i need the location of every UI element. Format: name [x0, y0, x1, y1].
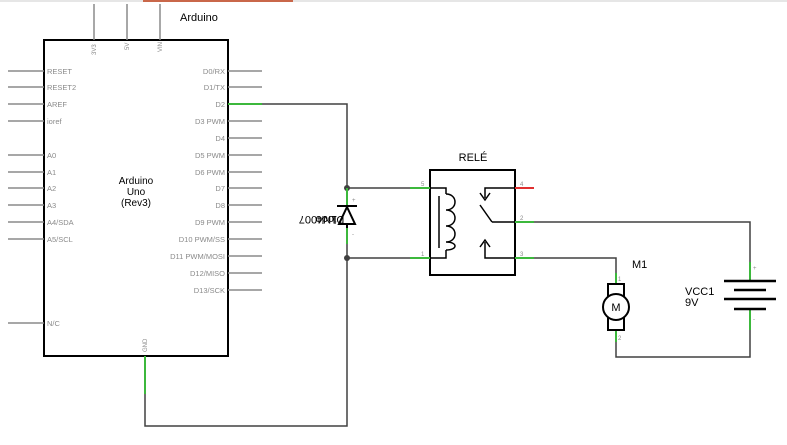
right-pin-label: D10 PWM/SS [179, 235, 225, 244]
left-pin-label: A3 [47, 201, 56, 210]
top-accent-bar [143, 0, 293, 2]
relay-pin-label: 2 [520, 216, 524, 222]
right-pin-label: D2 [215, 100, 225, 109]
battery-pin-plus-label: + [753, 266, 757, 272]
battery-ref-label: VCC1 [685, 286, 714, 298]
top-pin-label: VIN [158, 42, 164, 52]
diode-1n4007[interactable]: + - Diodo 1N4007 [299, 188, 357, 244]
wire-d2-gnd-loop [144, 103, 348, 427]
arduino-body [43, 39, 229, 357]
left-pin-label: ioref [47, 117, 63, 126]
top-pin-label: 3V3 [92, 44, 98, 55]
left-pin-label: A0 [47, 151, 56, 160]
diode-name-label: Diodo [316, 213, 345, 225]
diode-pin-plus-label: + [352, 198, 356, 204]
battery-vcc1[interactable]: + - [724, 262, 776, 330]
wire-relay-to-motor [532, 257, 617, 273]
right-pin-label: D4 [215, 134, 225, 143]
left-pin-label: A5/SCL [47, 235, 73, 244]
motor-circle [602, 293, 630, 321]
right-pin-label: D8 [215, 201, 225, 210]
motor-ref-label: M1 [632, 259, 647, 271]
battery-pin-minus-label: - [753, 317, 755, 323]
relay-pin-label: 4 [520, 182, 524, 188]
motor-pin-1-label: 1 [618, 277, 622, 283]
left-pin-label: N/C [47, 319, 61, 328]
right-pin-label: D1/TX [204, 83, 225, 92]
relay-switch [479, 187, 515, 259]
diode-pin-minus-label: - [352, 232, 354, 238]
diode-part-label: 1N4007 [299, 213, 338, 225]
left-pin-label: AREF [47, 100, 67, 109]
right-pin-label: D13/SCK [194, 286, 225, 295]
left-pin-label: A1 [47, 168, 56, 177]
relay-pin-label: 1 [421, 252, 425, 258]
board-label-line3: (Rev3) [121, 198, 151, 209]
right-pin-label: D7 [215, 184, 225, 193]
board-label-line2: Uno [127, 187, 146, 198]
right-pin-label: D3 PWM [195, 117, 225, 126]
right-pin-label: D5 PWM [195, 151, 225, 160]
left-pin-label: A2 [47, 184, 56, 193]
wire-relay-to-battery-plus [532, 221, 751, 262]
arduino-title: Arduino [180, 12, 218, 24]
right-pin-label: D6 PWM [195, 168, 225, 177]
left-pin-label: RESET [47, 67, 72, 76]
motor-pin-2-label: 2 [618, 336, 622, 342]
left-pin-label: A4/SDA [47, 218, 74, 227]
right-pin-label: D9 PWM [195, 218, 225, 227]
board-label-line1: Arduino [119, 176, 154, 187]
relay-coil [430, 187, 456, 259]
battery-value-label: 9V [685, 297, 699, 309]
motor-symbol: M [611, 302, 620, 314]
relay-pin-label: 5 [421, 182, 425, 188]
relay-pin-label: 3 [520, 252, 524, 258]
wire-motor-to-battery-minus [615, 330, 751, 358]
junction-dot-bottom [344, 255, 350, 261]
gnd-pin-label: GND [143, 338, 149, 352]
top-pin-label: 5V [125, 43, 131, 50]
left-pin-label: RESET2 [47, 83, 76, 92]
motor-m1[interactable]: M 1 2 [602, 273, 630, 342]
right-pin-label: D11 PWM/MOSI [170, 252, 225, 261]
relay[interactable]: 5 1 4 2 3 [410, 169, 534, 276]
relay-title: RELÉ [459, 151, 488, 164]
right-pin-label: D0/RX [203, 67, 225, 76]
wires [144, 103, 751, 427]
arduino-uno[interactable]: 3V3 5V VIN RESET RESET2 AREF ioref A0 A1… [8, 4, 262, 394]
right-pin-label: D12/MISO [190, 269, 225, 278]
